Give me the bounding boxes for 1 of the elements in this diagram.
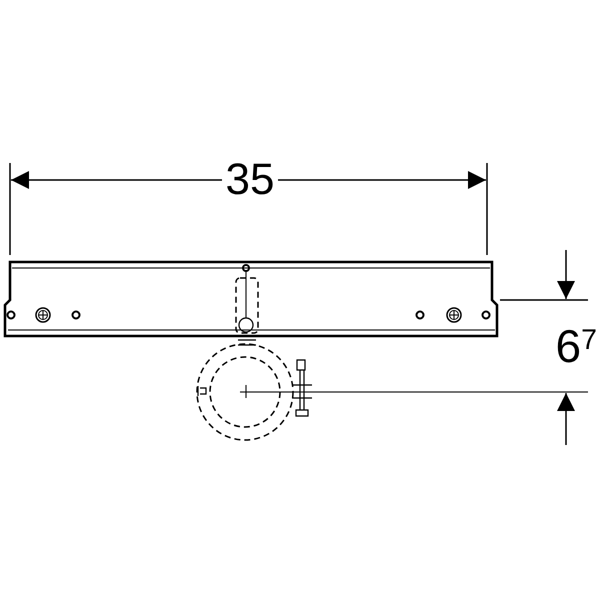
dimension-value: 6$^{7}$ <box>554 323 598 369</box>
